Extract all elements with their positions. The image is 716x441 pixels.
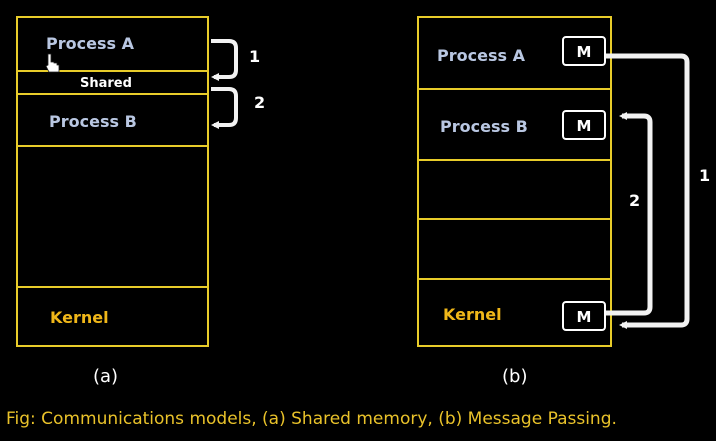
message-box-process-a xyxy=(562,36,606,66)
process-a-label-b: Process A xyxy=(437,46,526,65)
shared-region-label: Shared xyxy=(80,76,132,91)
shared-memory-model: Process A Shared Process B Kernel 1 2 (a… xyxy=(16,16,265,387)
process-b-label-b: Process B xyxy=(440,117,528,136)
memory-box-b xyxy=(417,16,612,347)
memory-box-a xyxy=(16,16,209,347)
arrow-1-label-b: 1 xyxy=(699,166,710,185)
message-label-kernel: M xyxy=(577,308,592,326)
arrow-1-b xyxy=(606,53,690,329)
message-passing-model: Process A Process B Kernel M M M 1 2 (b) xyxy=(417,16,710,387)
arrow-2-a xyxy=(211,87,238,129)
process-a-label: Process A xyxy=(46,34,135,53)
hand-pointer-icon xyxy=(45,53,60,73)
arrow-1-label-a: 1 xyxy=(249,47,260,66)
arrow-2-label-b: 2 xyxy=(629,191,640,210)
message-box-process-b xyxy=(562,110,606,140)
arrow-2-b xyxy=(606,112,653,316)
model-a-caption: (a) xyxy=(93,366,118,387)
model-b-caption: (b) xyxy=(502,366,527,387)
message-box-kernel xyxy=(562,301,606,331)
message-label-process-a: M xyxy=(577,43,592,61)
kernel-label: Kernel xyxy=(50,308,109,327)
arrow-1-a xyxy=(211,39,238,81)
arrow-2-label-a: 2 xyxy=(254,93,265,112)
kernel-label-b: Kernel xyxy=(443,305,502,324)
process-b-label: Process B xyxy=(49,112,137,131)
message-label-process-b: M xyxy=(577,117,592,135)
figure-caption: Fig: Communications models, (a) Shared m… xyxy=(6,409,617,429)
